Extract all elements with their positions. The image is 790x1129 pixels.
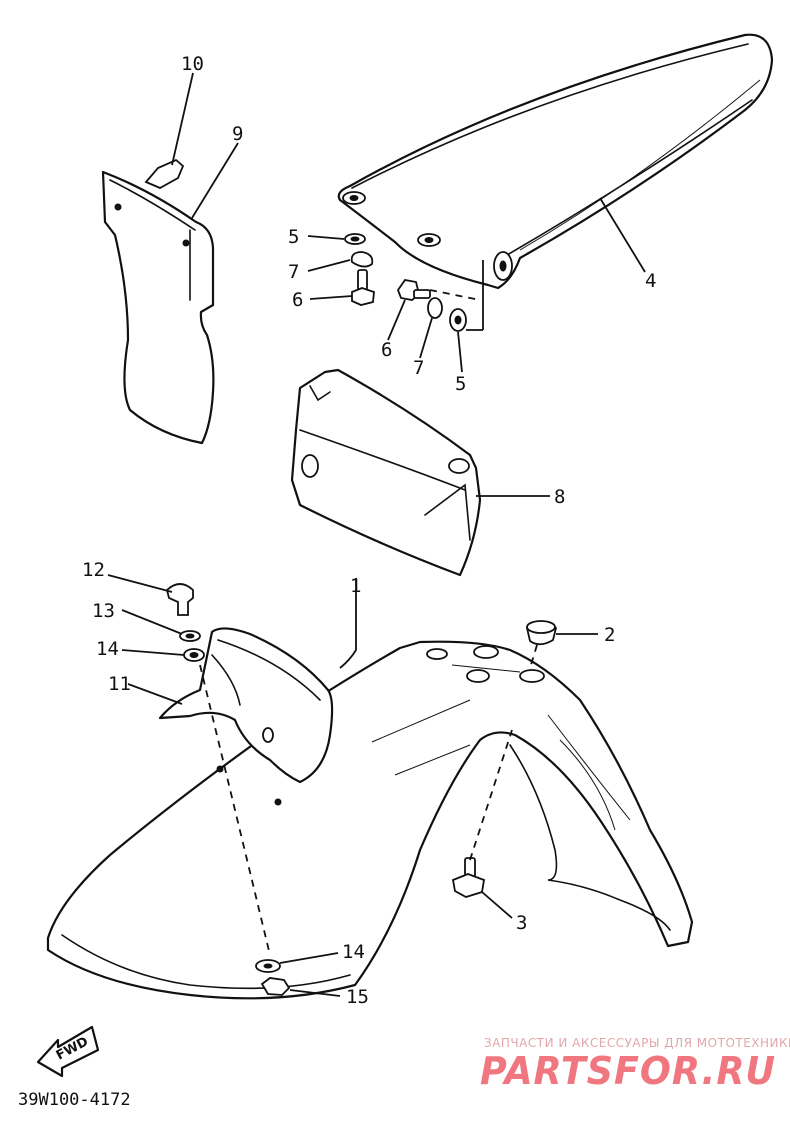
- lockwasher-7-right: [427, 297, 443, 319]
- callout-14: 14: [342, 941, 365, 963]
- flap-bracket: [290, 368, 482, 577]
- callout-2: 2: [604, 624, 615, 646]
- washer-5-right: [449, 308, 467, 332]
- callout-6: 6: [292, 289, 303, 311]
- assembly-lines: [199, 260, 538, 956]
- front-fender: [46, 640, 694, 1000]
- callout-8: 8: [554, 486, 565, 508]
- fender-stay: [158, 627, 334, 784]
- callout-12: 12: [82, 559, 105, 581]
- nut-15: [260, 977, 291, 996]
- callout-9: 9: [232, 123, 243, 145]
- callout-13: 13: [92, 600, 115, 622]
- rear-fender: [337, 33, 774, 290]
- bolt-12: [165, 583, 194, 616]
- bolt-6-right: [396, 279, 431, 301]
- bolt-3: [451, 857, 486, 898]
- washer-13: [179, 630, 201, 642]
- bolt-10: [144, 158, 185, 190]
- callout-4: 4: [645, 270, 656, 292]
- washer-5-left: [344, 233, 366, 245]
- bolt-6-left: [351, 269, 375, 306]
- watermark: ЗАПЧАСТИ И АКСЕССУАРЫ ДЛЯ МОТОТЕХНИКИ PA…: [480, 1036, 790, 1093]
- callout-15: 15: [346, 986, 369, 1008]
- collar-2: [525, 620, 558, 646]
- callout-14: 14: [96, 638, 119, 660]
- lockwasher-7-left: [350, 251, 374, 268]
- watermark-tagline: ЗАПЧАСТИ И АКСЕССУАРЫ ДЛЯ МОТОТЕХНИКИ: [484, 1036, 790, 1050]
- callout-1: 1: [350, 575, 361, 597]
- diagram-code: 39W100-4172: [18, 1090, 131, 1110]
- washer-14-top: [183, 648, 205, 662]
- callout-11: 11: [108, 673, 131, 695]
- callout-5: 5: [455, 373, 466, 395]
- leader-lines: [107, 72, 646, 997]
- callouts: 10 9 5 7 6 6 7 5 4 8 12 13 14 11 1 2 3 1…: [82, 53, 656, 1008]
- callout-10: 10: [181, 53, 204, 75]
- watermark-brand: PARTSFOR.RU: [480, 1049, 776, 1093]
- callout-7: 7: [413, 357, 424, 379]
- callout-3: 3: [516, 912, 527, 934]
- washer-14-bottom: [255, 959, 281, 973]
- callout-7: 7: [288, 261, 299, 283]
- callout-5: 5: [288, 226, 299, 248]
- callout-6: 6: [381, 339, 392, 361]
- mud-flap: [101, 170, 215, 445]
- fwd-arrow: FWD: [36, 1025, 100, 1078]
